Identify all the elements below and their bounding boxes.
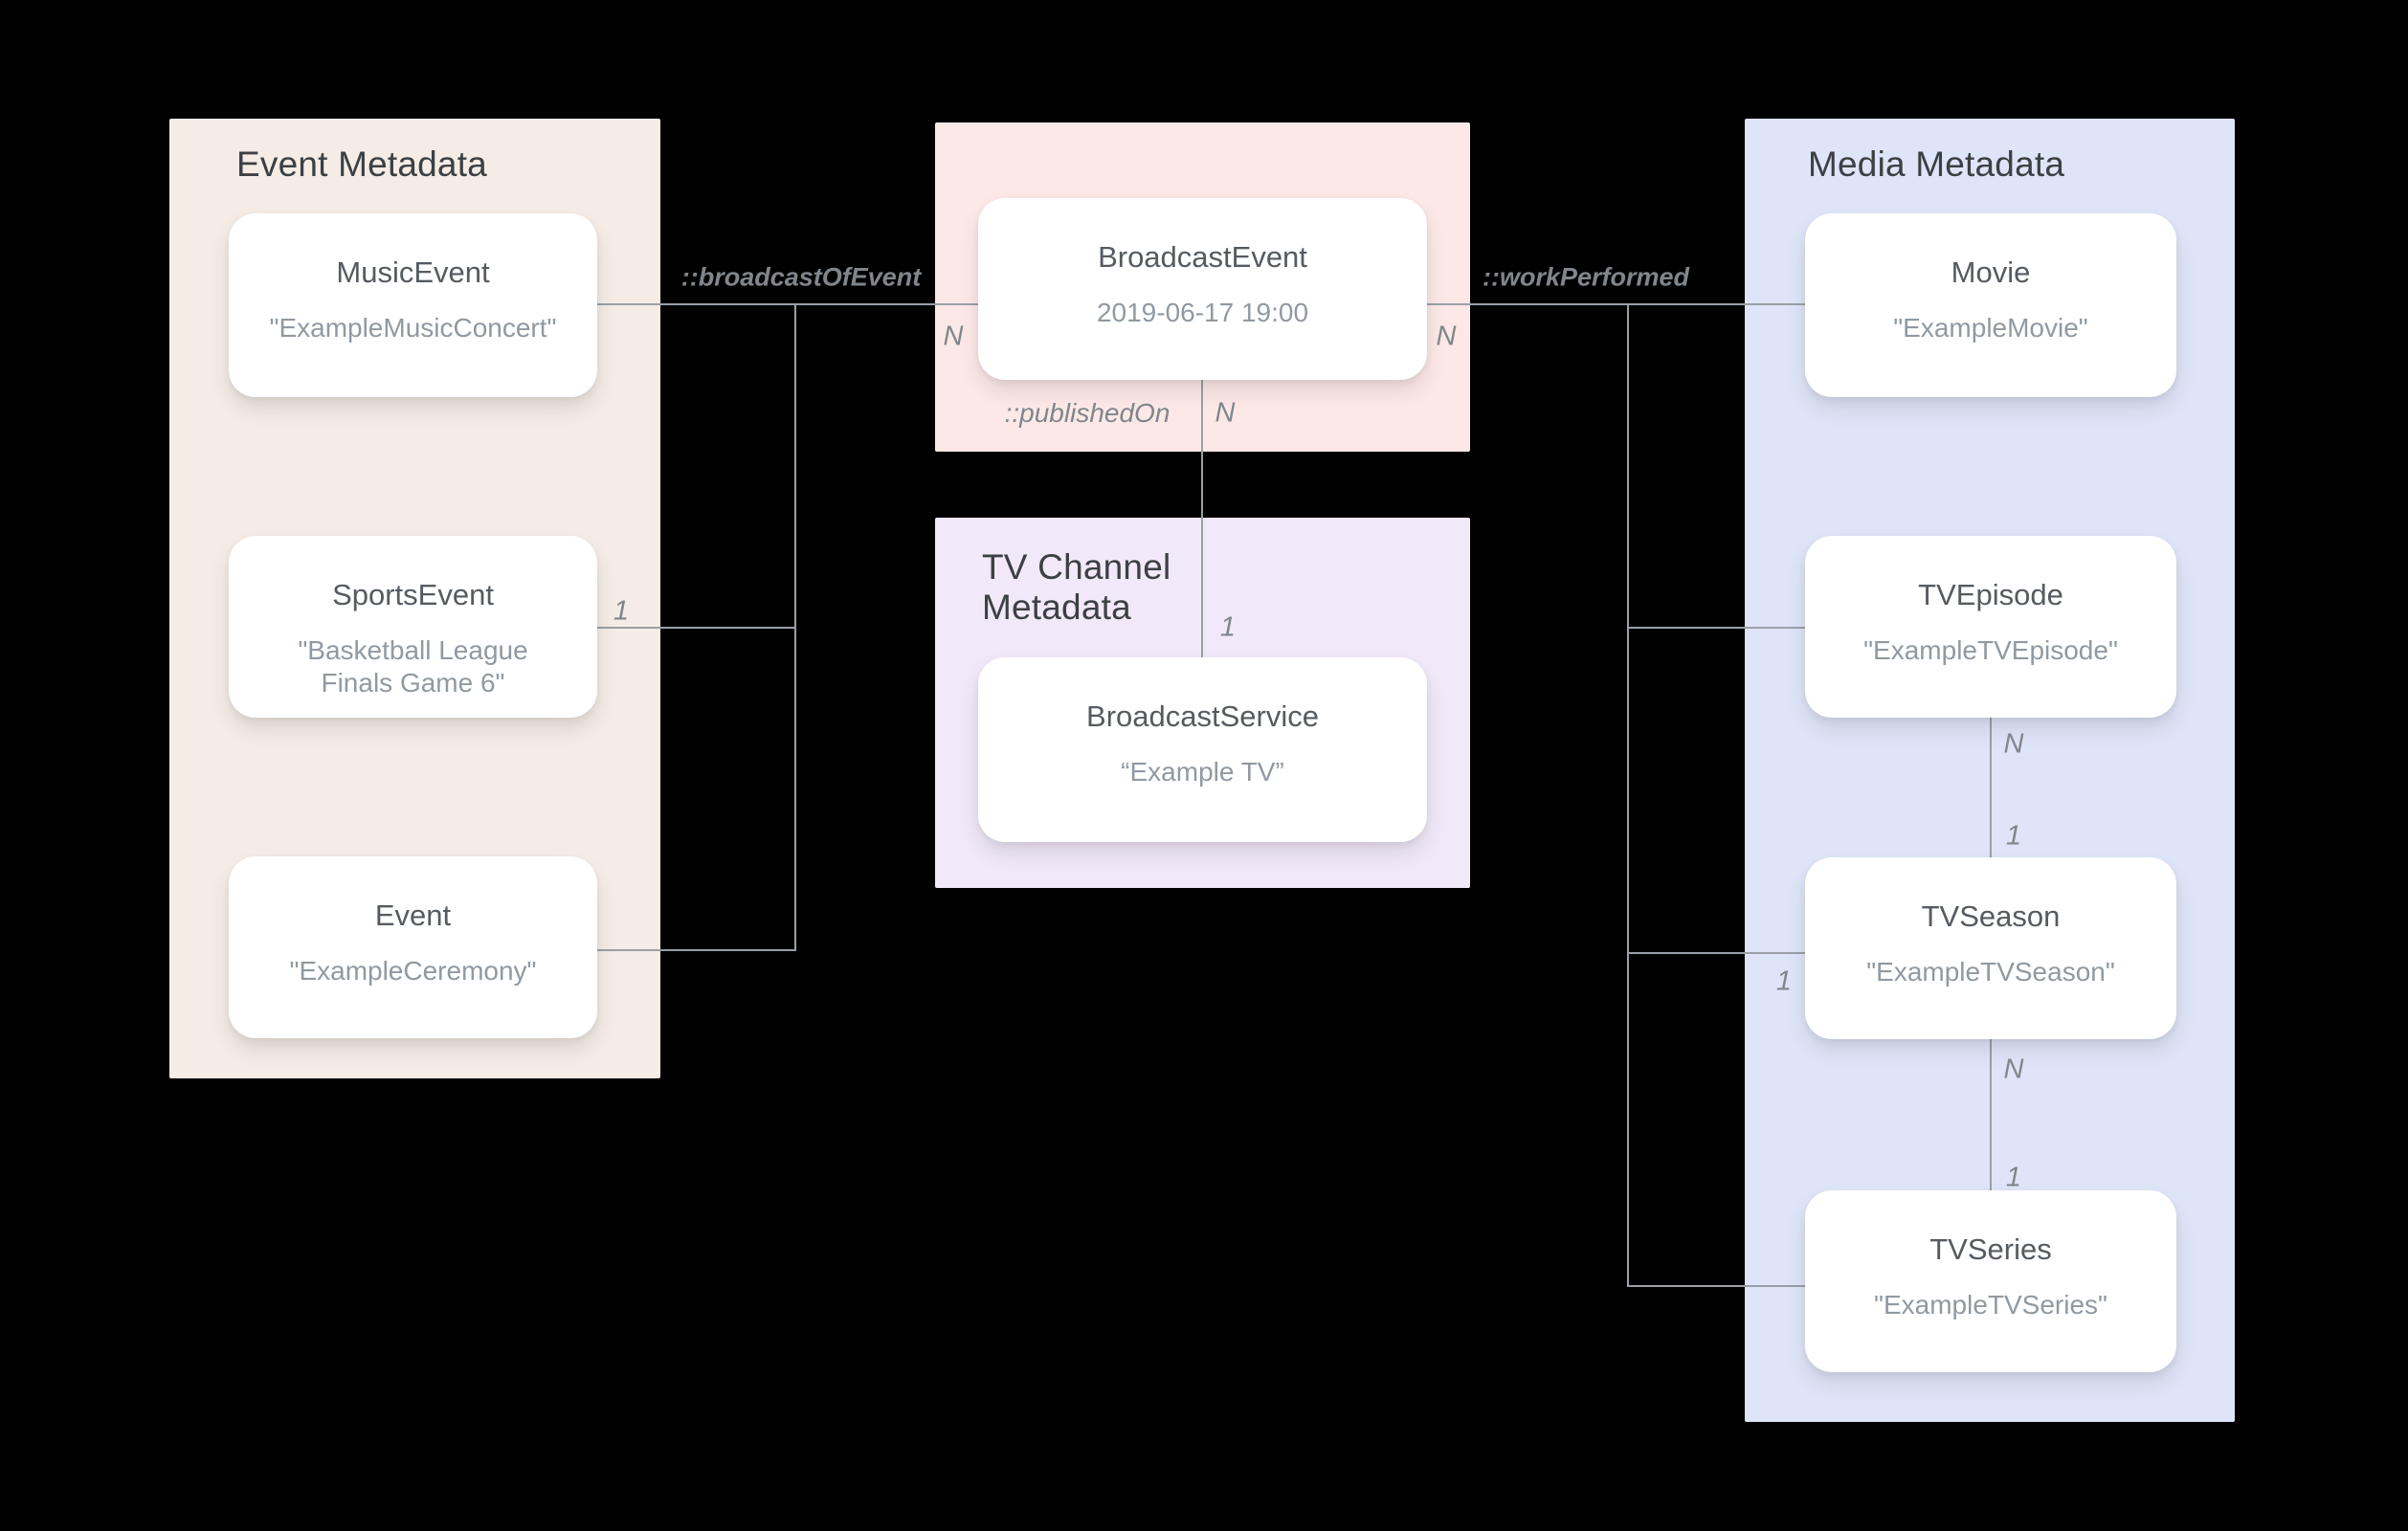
cardinality-sportsevent-one: 1 — [613, 595, 630, 627]
card-tv-episode-title: TVEpisode — [1918, 578, 2063, 611]
card-movie: Movie "ExampleMovie" — [1805, 213, 2176, 397]
cardinality-broadcastevent-right-n: N — [1436, 321, 1457, 352]
connector-publishedon — [1201, 380, 1203, 657]
connector-musicevent-broadcastevent — [597, 303, 978, 305]
card-sports-event: SportsEvent "Basketball League Finals Ga… — [229, 536, 597, 718]
card-tv-episode-subtitle: "ExampleTVEpisode" — [1863, 635, 2118, 665]
relationship-label-broadcastofevent: ::broadcastOfEvent — [680, 262, 922, 292]
connector-event-branch — [596, 949, 796, 951]
cardinality-publishedon-one: 1 — [1219, 611, 1237, 643]
card-music-event-title: MusicEvent — [336, 255, 490, 289]
card-sports-event-subtitle: "Basketball League Finals Game 6" — [298, 635, 528, 698]
card-tv-series-subtitle: "ExampleTVSeries" — [1874, 1290, 2107, 1320]
card-tv-season-subtitle: "ExampleTVSeason" — [1866, 957, 2115, 987]
card-music-event: MusicEvent "ExampleMusicConcert" — [229, 213, 597, 397]
card-event-title: Event — [374, 899, 452, 932]
card-broadcast-event: BroadcastEvent 2019-06-17 19:00 — [978, 198, 1427, 380]
connector-tvepisode-branch — [1627, 627, 1805, 629]
event-metadata-title: Event Metadata — [236, 144, 487, 184]
card-broadcast-service: BroadcastService “Example TV” — [978, 657, 1427, 842]
card-event-subtitle: "ExampleCeremony" — [289, 956, 537, 986]
card-tv-season-title: TVSeason — [1921, 899, 2061, 933]
card-broadcast-service-subtitle: “Example TV” — [1121, 757, 1284, 787]
cardinality-season-series-one: 1 — [2005, 1162, 2022, 1193]
card-tv-series: TVSeries "ExampleTVSeries" — [1805, 1190, 2176, 1372]
tv-channel-metadata-title: TV Channel Metadata — [982, 547, 1171, 627]
cardinality-publishedon-n: N — [1215, 397, 1236, 429]
connector-tvseries-branch — [1627, 1285, 1805, 1287]
card-broadcast-event-subtitle: 2019-06-17 19:00 — [1096, 298, 1309, 327]
card-tv-season: TVSeason "ExampleTVSeason" — [1805, 857, 2176, 1039]
cardinality-broadcastevent-left-n: N — [943, 321, 964, 352]
cardinality-episode-season-one: 1 — [2005, 820, 2022, 852]
cardinality-season-series-n: N — [2003, 1054, 2024, 1085]
card-broadcast-event-title: BroadcastEvent — [1098, 240, 1307, 274]
card-sports-event-title: SportsEvent — [332, 578, 494, 611]
cardinality-episode-season-n: N — [2003, 728, 2024, 760]
media-metadata-title: Media Metadata — [1808, 144, 2065, 184]
card-movie-subtitle: "ExampleMovie" — [1893, 313, 2088, 343]
connector-broadcastevent-movie — [1427, 303, 1805, 305]
relationship-label-publishedon: ::publishedOn — [1004, 398, 1171, 428]
connector-right-trunk — [1627, 303, 1629, 1287]
card-tv-episode: TVEpisode "ExampleTVEpisode" — [1805, 536, 2176, 718]
connector-season-series — [1990, 1039, 1992, 1190]
connector-episode-season — [1990, 718, 1992, 857]
cardinality-tvseason-branch-one: 1 — [1775, 965, 1793, 997]
relationship-label-workperformed: ::workPerformed — [1482, 262, 1690, 292]
connector-sportsevent-branch — [596, 627, 796, 629]
card-music-event-subtitle: "ExampleMusicConcert" — [269, 313, 557, 343]
card-tv-series-title: TVSeries — [1929, 1232, 2052, 1266]
card-movie-title: Movie — [1951, 255, 2031, 289]
card-broadcast-service-title: BroadcastService — [1086, 699, 1319, 733]
connector-tvseason-branch — [1627, 952, 1805, 954]
card-event: Event "ExampleCeremony" — [229, 856, 597, 1038]
